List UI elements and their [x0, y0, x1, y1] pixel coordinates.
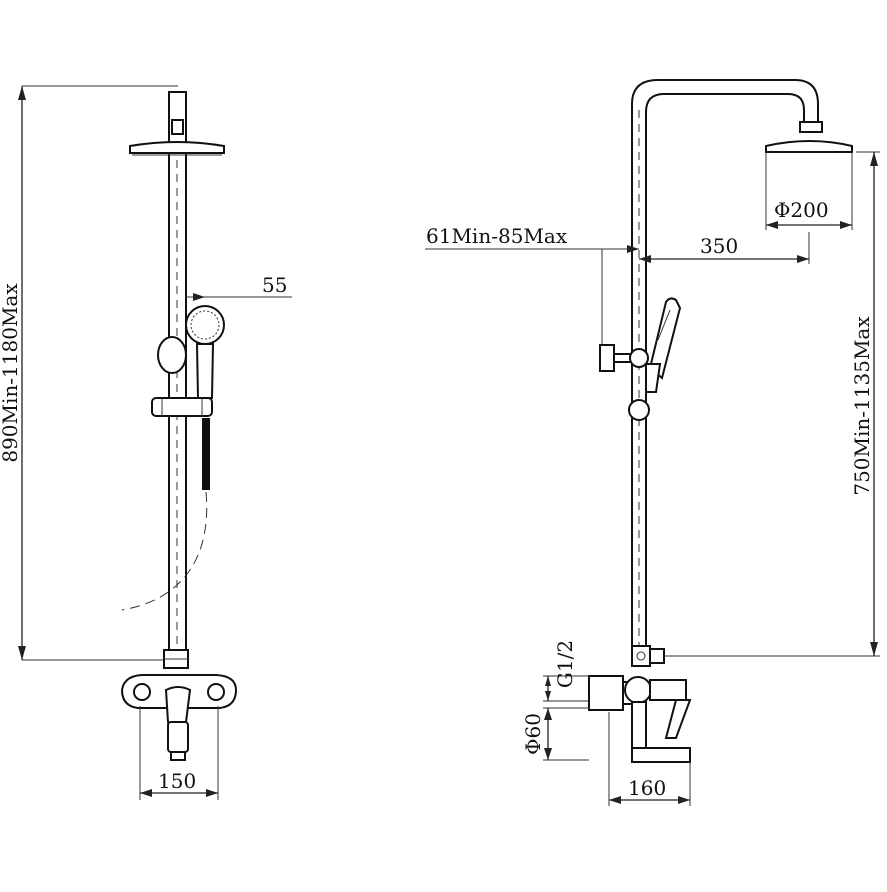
side-diverter — [631, 645, 665, 667]
wall-offset-label: 61Min-85Max — [426, 224, 568, 248]
side-height-dimension: 750Min-1135Max — [664, 151, 880, 657]
front-diverter — [163, 649, 189, 669]
handshower-offset-label: 55 — [262, 273, 287, 297]
overhead-shower-head — [129, 141, 225, 156]
side-mixer-body — [588, 675, 692, 763]
wall-bracket — [599, 344, 649, 372]
side-shower-head — [765, 121, 853, 153]
arm-projection-dimension: 350 — [639, 232, 810, 264]
side-hand-shower — [628, 297, 682, 421]
inlet-thread-label: G1/2 — [553, 640, 577, 688]
front-height-label: 890Min-1180Max — [0, 283, 22, 463]
escutcheon-diameter-label: Φ60 — [521, 713, 545, 755]
shower-hose — [121, 418, 210, 611]
inlet-thread-dimension: G1/2 — [543, 640, 589, 702]
wall-offset-dimension: 61Min-85Max — [425, 224, 639, 360]
hand-shower — [185, 305, 225, 413]
front-view: 890Min-1180Max 55 — [0, 85, 292, 800]
mixer-depth-dimension: 160 — [608, 712, 691, 806]
escutcheon-diameter-dimension: Φ60 — [521, 707, 589, 761]
slider-holder — [151, 336, 213, 417]
front-height-dimension: 890Min-1180Max — [0, 85, 178, 661]
side-view: Φ200 350 61Min-85Max — [425, 79, 880, 806]
front-mixer-body — [120, 674, 238, 761]
handshower-offset-dimension: 55 — [186, 273, 292, 301]
mixer-width-dimension: 150 — [139, 706, 219, 800]
mixer-width-label: 150 — [158, 769, 196, 793]
arm-projection-label: 350 — [700, 234, 738, 258]
side-height-label: 750Min-1135Max — [850, 316, 874, 496]
showerhead-diameter-dimension: Φ200 — [765, 152, 853, 230]
mixer-depth-label: 160 — [628, 776, 666, 800]
showerhead-diameter-label: Φ200 — [774, 198, 829, 222]
riser-pipe — [631, 79, 819, 650]
